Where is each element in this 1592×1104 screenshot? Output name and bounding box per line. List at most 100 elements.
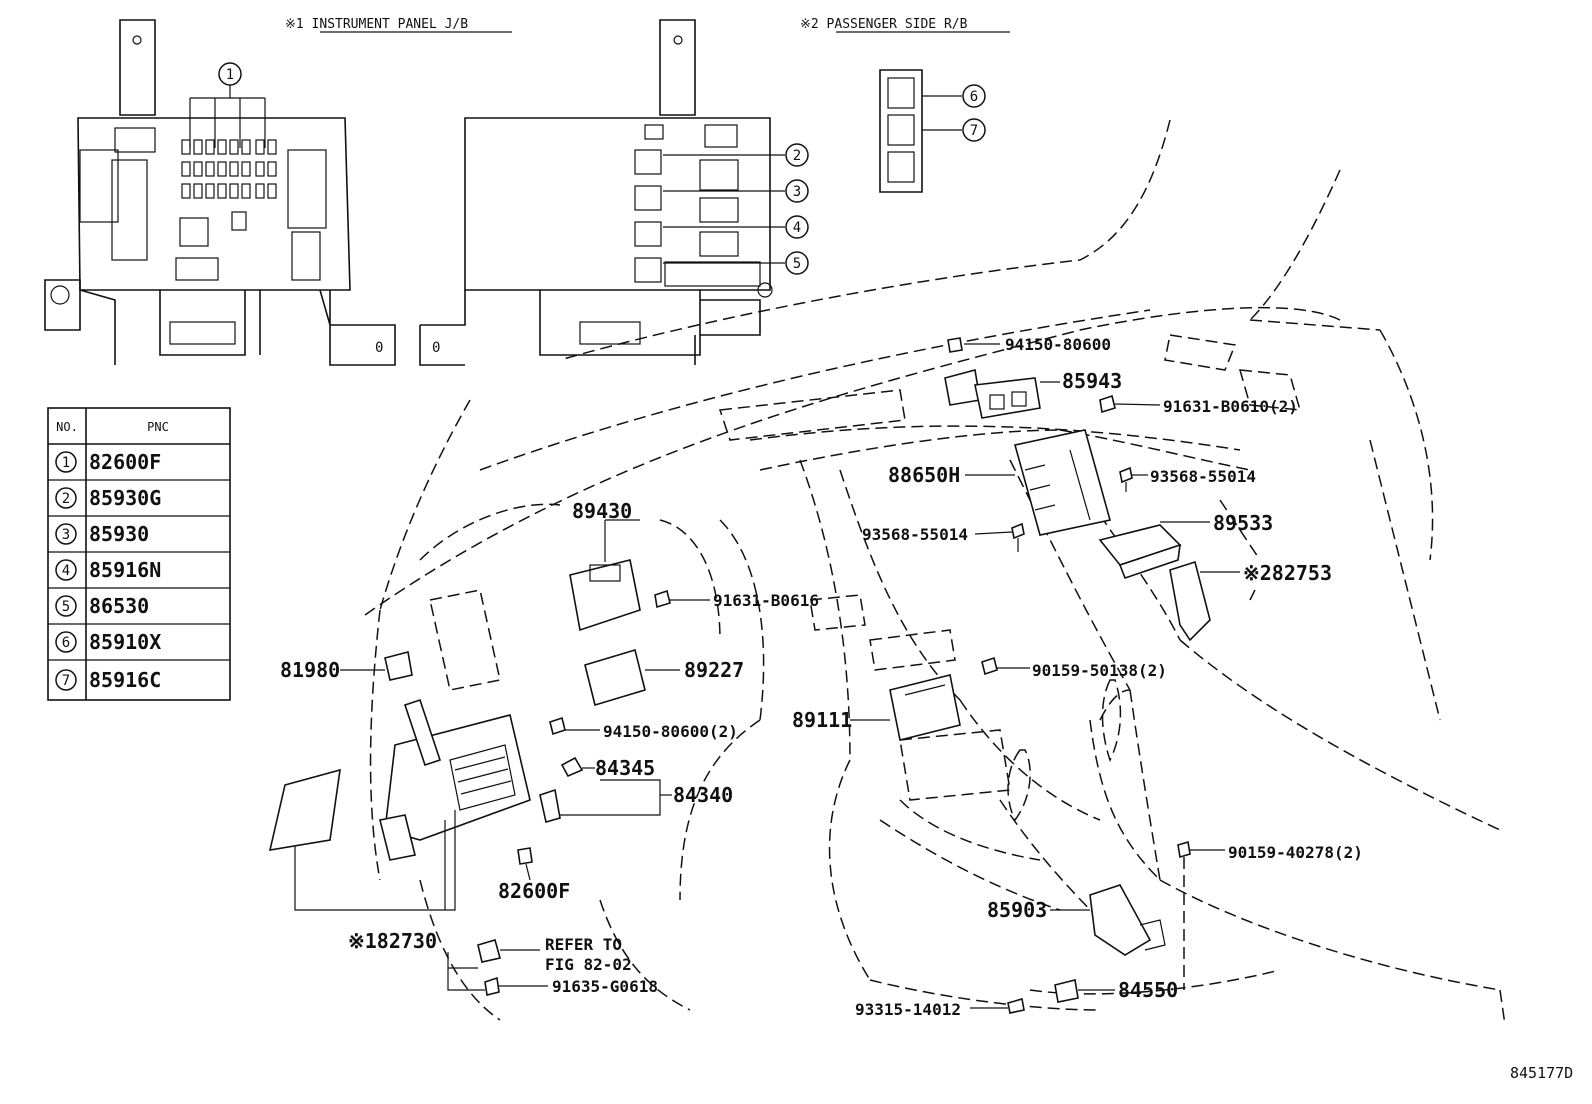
table-header-pnc: PNC (147, 420, 169, 434)
label-93568-55014-lower: 93568-55014 (862, 525, 968, 544)
svg-text:3: 3 (793, 184, 801, 200)
header-passenger-side-rb: ※2 PASSENGER SIDE R/B (800, 17, 968, 32)
table-row: 7 85916C (55, 668, 161, 692)
svg-text:0: 0 (375, 340, 383, 356)
switch-85903 (1050, 884, 1166, 956)
table-row: 2 85930G (55, 486, 161, 510)
callout-1: 1 (218, 62, 242, 86)
svg-text:6: 6 (970, 89, 978, 105)
header-instrument-panel-jb: ※1 INSTRUMENT PANEL J/B (285, 17, 468, 32)
svg-text:85916C: 85916C (89, 668, 161, 692)
label-refer-to: REFER TO (545, 935, 622, 954)
label-82753: ※282753 (1243, 561, 1332, 585)
module-82730 (268, 768, 341, 851)
svg-text:85930G: 85930G (89, 486, 161, 510)
svg-text:85910X: 85910X (89, 630, 161, 654)
flasher-81980 (340, 651, 413, 681)
switch-84345 (560, 756, 595, 778)
amplifier-88650h (965, 429, 1111, 536)
relay-85943 (944, 369, 1060, 419)
passenger-side-rb-drawing (879, 69, 923, 193)
svg-text:5: 5 (793, 256, 801, 272)
svg-text:5: 5 (62, 599, 70, 615)
instrument-panel-jb-front-drawing: 0 (44, 19, 396, 366)
svg-text:4: 4 (793, 220, 801, 236)
pnc-table: NO. PNC 1 82600F 2 85930G 3 85930 4 8591… (47, 407, 231, 701)
callout-7: 7 (962, 118, 986, 142)
label-fig-82-02: FIG 82-02 (545, 955, 632, 974)
bolt-90159-40278 (1177, 840, 1225, 990)
label-94150-80600: 94150-80600 (1005, 335, 1111, 354)
label-91631-b0610: 91631-B0610(2) (1163, 397, 1298, 416)
connector-refer-fig-82-02 (447, 939, 540, 969)
svg-text:3: 3 (62, 527, 70, 543)
label-85903: 85903 (987, 898, 1047, 922)
svg-text:1: 1 (226, 67, 234, 83)
label-93568-55014-upper: 93568-55014 (1150, 467, 1256, 486)
table-row: 6 85910X (55, 630, 161, 654)
svg-text:6: 6 (62, 635, 70, 651)
label-89430: 89430 (572, 499, 632, 523)
switch-84340 (539, 779, 672, 824)
figure-id: 845177D (1510, 1064, 1573, 1082)
label-90159-40278: 90159-40278(2) (1228, 843, 1363, 862)
screw-93568-55014-lower (974, 522, 1025, 552)
relay-block-82753 (1169, 560, 1240, 642)
screw-93568-55014-upper (1119, 466, 1148, 492)
svg-text:7: 7 (970, 123, 978, 139)
callout-6: 6 (962, 84, 986, 108)
bolt-91631-b0610 (1099, 394, 1161, 414)
callout-2: 2 (785, 143, 809, 167)
table-row: 1 82600F (55, 450, 161, 474)
label-81980: 81980 (280, 658, 340, 682)
svg-text:1: 1 (62, 455, 70, 471)
fuse-82600f (517, 847, 533, 881)
label-82600f: 82600F (498, 879, 570, 903)
computer-89533 (1098, 521, 1210, 580)
label-88650h: 88650H (888, 463, 960, 487)
svg-text:0: 0 (432, 340, 440, 356)
nut-94150-80600-2 (549, 716, 600, 736)
label-94150-80600-2: 94150-80600(2) (603, 722, 738, 741)
switch-84550 (1054, 979, 1115, 1003)
svg-text:2: 2 (793, 148, 801, 164)
label-82730: ※182730 (348, 929, 437, 953)
svg-text:85930: 85930 (89, 522, 149, 546)
svg-text:86530: 86530 (89, 594, 149, 618)
nut-94150-80600 (947, 337, 1000, 353)
label-90159-50138: 90159-50138(2) (1032, 661, 1167, 680)
receiver-89111 (850, 674, 961, 741)
label-84550: 84550 (1118, 978, 1178, 1002)
label-85943: 85943 (1062, 369, 1122, 393)
instrument-panel-jb-rear-drawing: 0 (419, 19, 773, 366)
ecu-89430 (569, 519, 641, 632)
shift-levers (1007, 679, 1122, 822)
table-header-no: NO. (56, 420, 78, 434)
label-93315-14012: 93315-14012 (855, 1000, 961, 1019)
svg-text:82600F: 82600F (89, 450, 161, 474)
screw-93315-14012 (970, 997, 1025, 1014)
label-89227: 89227 (684, 658, 744, 682)
table-row: 5 86530 (55, 594, 149, 618)
callout-4: 4 (785, 215, 809, 239)
label-91631-b0616: 91631-B0616 (713, 591, 819, 610)
table-row: 3 85930 (55, 522, 149, 546)
relay-89227 (584, 648, 680, 707)
label-89111: 89111 (792, 708, 852, 732)
svg-text:4: 4 (62, 563, 70, 579)
svg-text:2: 2 (62, 491, 70, 507)
label-89533: 89533 (1213, 511, 1273, 535)
callout-5: 5 (785, 251, 809, 275)
svg-text:7: 7 (62, 673, 70, 689)
label-91635-g0618: 91635-G0618 (552, 977, 658, 996)
table-row: 4 85916N (55, 558, 161, 582)
label-84345: 84345 (595, 756, 655, 780)
bolt-90159-50138 (981, 656, 1030, 676)
junction-block-82730 (294, 698, 531, 911)
svg-text:85916N: 85916N (89, 558, 161, 582)
callout-3: 3 (785, 179, 809, 203)
bolt-91635-g0618 (447, 968, 548, 996)
bolt-91631-b0616 (654, 589, 710, 609)
